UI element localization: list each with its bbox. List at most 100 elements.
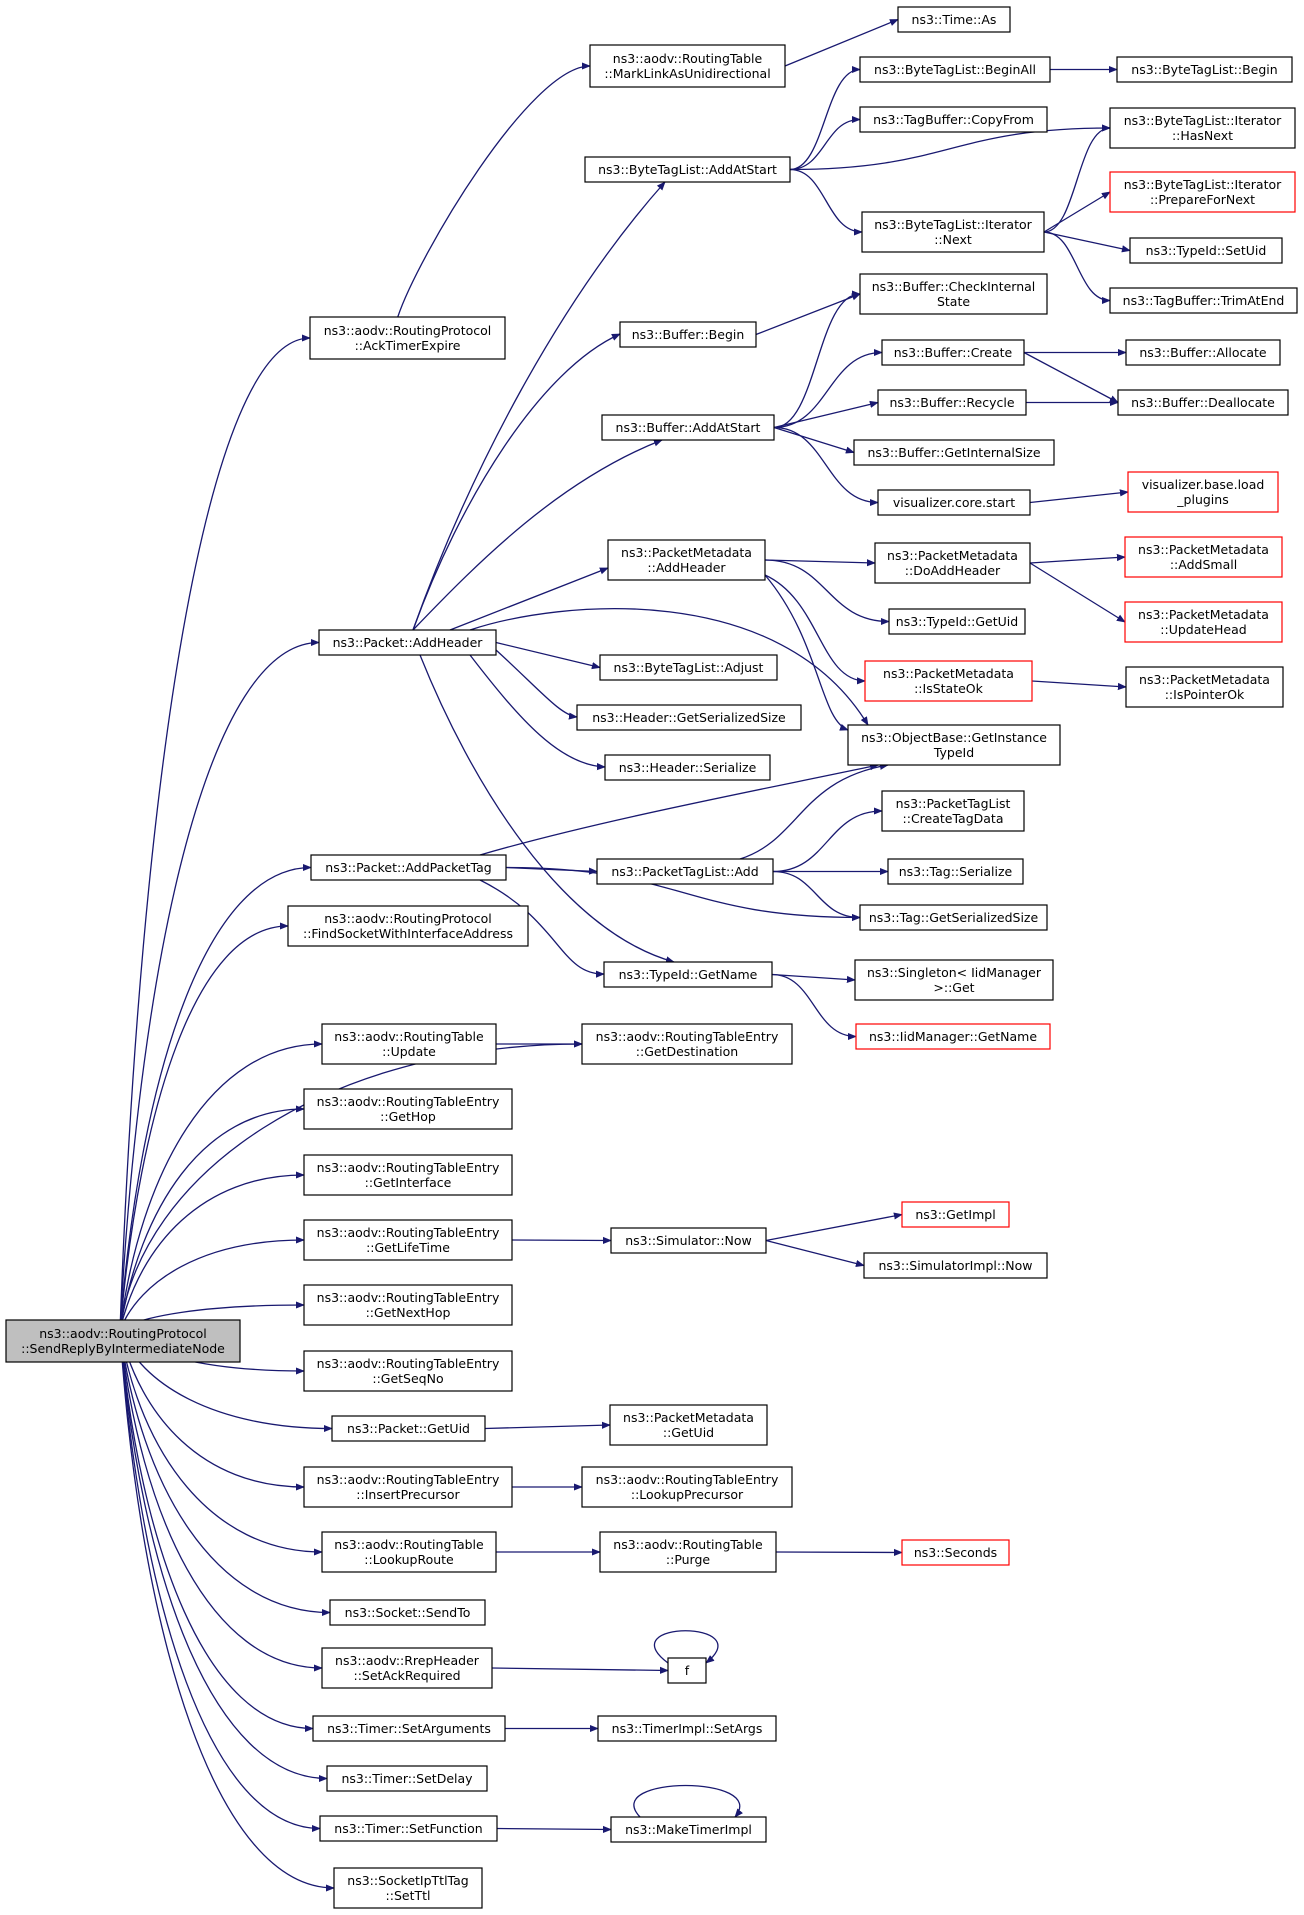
node-label: ns3::aodv::RoutingTableEntry (317, 1472, 500, 1487)
node-rteLookupPrecursor[interactable]: ns3::aodv::RoutingTableEntry::LookupPrec… (581, 1466, 793, 1508)
node-box (863, 1252, 1048, 1279)
node-socketSendTo[interactable]: ns3::Socket::SendTo (329, 1599, 486, 1626)
node-bufAddAtStart[interactable]: ns3::Buffer::AddAtStart (601, 414, 775, 441)
node-box (303, 1466, 513, 1508)
edge-path (764, 574, 866, 685)
node-label: ::MarkLinkAsUnidirectional (604, 66, 770, 81)
node-rteGetNextHop[interactable]: ns3::aodv::RoutingTableEntry::GetNextHop (303, 1284, 513, 1326)
node-typeIdGetUid[interactable]: ns3::TypeId::GetUid (888, 608, 1026, 635)
node-bufGetInternalSize[interactable]: ns3::Buffer::GetInternalSize (853, 439, 1055, 466)
node-pmUpdateHead[interactable]: ns3::PacketMetadata::UpdateHead (1124, 601, 1283, 643)
node-packetGetUid[interactable]: ns3::Packet::GetUid (331, 1415, 486, 1442)
node-label: ns3::aodv::RoutingTableEntry (317, 1356, 500, 1371)
node-btlAdjust[interactable]: ns3::ByteTagList::Adjust (599, 654, 778, 681)
node-pmAddSmall[interactable]: ns3::PacketMetadata::AddSmall (1124, 536, 1283, 578)
node-box (319, 1815, 498, 1842)
node-timerSetDelay[interactable]: ns3::Timer::SetDelay (326, 1765, 488, 1792)
node-bufCreate[interactable]: ns3::Buffer::Create (881, 339, 1025, 366)
node-tbTrimAtEnd[interactable]: ns3::TagBuffer::TrimAtEnd (1109, 287, 1298, 314)
node-box (312, 1715, 506, 1742)
node-label: ns3::Tag::Serialize (899, 864, 1013, 879)
node-tagGetSerSize[interactable]: ns3::Tag::GetSerializedSize (859, 904, 1048, 931)
edge-path (119, 1105, 305, 1331)
node-hdrGetSerSize[interactable]: ns3::Header::GetSerializedSize (576, 704, 802, 731)
node-bufRecycle[interactable]: ns3::Buffer::Recycle (877, 389, 1027, 416)
node-rtLookupRoute[interactable]: ns3::aodv::RoutingTable::LookupRoute (321, 1531, 497, 1573)
node-btlBeginAll[interactable]: ns3::ByteTagList::BeginAll (859, 56, 1051, 83)
node-rteGetSeqNo[interactable]: ns3::aodv::RoutingTableEntry::GetSeqNo (303, 1350, 513, 1392)
node-pmIsStateOk[interactable]: ns3::PacketMetadata::IsStateOk (864, 660, 1033, 702)
node-rteGetHop[interactable]: ns3::aodv::RoutingTableEntry::GetHop (303, 1088, 513, 1130)
edge-btl-beginall (789, 65, 861, 171)
node-hdrSerialize[interactable]: ns3::Header::Serialize (604, 754, 771, 781)
node-box (1129, 237, 1283, 264)
node-timerSetFunction[interactable]: ns3::Timer::SetFunction (319, 1815, 498, 1842)
node-ptlAdd[interactable]: ns3::PacketTagList::Add (596, 858, 774, 885)
node-typeIdGetName[interactable]: ns3::TypeId::GetName (603, 961, 773, 988)
node-rtUpdate[interactable]: ns3::aodv::RoutingTable::Update (321, 1023, 497, 1065)
node-ackTimerExpire[interactable]: ns3::aodv::RoutingProtocol::AckTimerExpi… (309, 316, 506, 360)
node-tagSerialize[interactable]: ns3::Tag::Serialize (887, 858, 1024, 885)
node-label: ::GetHop (380, 1109, 436, 1124)
node-vizCoreStart[interactable]: visualizer.core.start (877, 489, 1031, 516)
node-pmDoAddHeader[interactable]: ns3::PacketMetadata::DoAddHeader (874, 542, 1031, 584)
node-box (887, 858, 1024, 885)
node-markLink[interactable]: ns3::aodv::RoutingTable::MarkLinkAsUnidi… (589, 44, 786, 88)
node-tbCopyFrom[interactable]: ns3::TagBuffer::CopyFrom (859, 106, 1048, 133)
node-packetAddPacketTag[interactable]: ns3::Packet::AddPacketTag (310, 854, 507, 881)
edge-bufadd-recycle (773, 400, 879, 429)
node-timerSetArguments[interactable]: ns3::Timer::SetArguments (312, 1715, 506, 1742)
node-btlItNext[interactable]: ns3::ByteTagList::Iterator::Next (861, 211, 1045, 253)
node-timeAs[interactable]: ns3::Time::As (897, 6, 1011, 33)
node-pmGetUid[interactable]: ns3::PacketMetadata::GetUid (609, 1404, 768, 1446)
node-btlAddAtStart[interactable]: ns3::ByteTagList::AddAtStart (584, 156, 791, 183)
node-pmIsPointerOk[interactable]: ns3::PacketMetadata::IsPointerOk (1125, 666, 1284, 708)
node-rteGetLifeTime[interactable]: ns3::aodv::RoutingTableEntry::GetLifeTim… (303, 1219, 513, 1261)
node-label: ns3::aodv::RoutingTableEntry (596, 1472, 779, 1487)
node-simNow[interactable]: ns3::Simulator::Now (610, 1227, 767, 1254)
node-f[interactable]: f (667, 1657, 707, 1684)
node-rrepSetAckRequired[interactable]: ns3::aodv::RrepHeader::SetAckRequired (321, 1647, 493, 1689)
node-iidGetName[interactable]: ns3::IidManager::GetName (855, 1023, 1051, 1050)
node-rtPurge[interactable]: ns3::aodv::RoutingTable::Purge (599, 1531, 777, 1573)
edge-ptl-inst (739, 762, 889, 860)
edge-path (119, 334, 311, 1331)
node-vizLoadPlugins[interactable]: visualizer.base.load_plugins (1127, 471, 1279, 513)
node-getImpl[interactable]: ns3::GetImpl (901, 1201, 1010, 1228)
node-bufAllocate[interactable]: ns3::Buffer::Allocate (1125, 339, 1281, 366)
node-label: ns3::Timer::SetFunction (334, 1821, 482, 1836)
node-seconds[interactable]: ns3::Seconds (901, 1539, 1010, 1566)
node-packetAddHeader[interactable]: ns3::Packet::AddHeader (318, 629, 497, 656)
edge-path (119, 638, 320, 1331)
node-typeIdSetUid[interactable]: ns3::TypeId::SetUid (1129, 237, 1283, 264)
node-timerImplSetArgs[interactable]: ns3::TimerImpl::SetArgs (597, 1715, 777, 1742)
node-btlItPrepare[interactable]: ns3::ByteTagList::Iterator::PrepareForNe… (1109, 171, 1296, 213)
edge-path (772, 807, 883, 873)
node-btlBegin[interactable]: ns3::ByteTagList::Begin (1116, 56, 1293, 83)
node-label: ns3::Packet::AddHeader (333, 635, 484, 650)
node-label: ns3::MakeTimerImpl (625, 1822, 752, 1837)
node-box (326, 1765, 488, 1792)
edge-pah-bufbegin (412, 333, 621, 631)
node-makeTimerImpl[interactable]: ns3::MakeTimerImpl (610, 1816, 767, 1843)
edge-path (773, 400, 879, 429)
edge-bufadd-viz (773, 426, 879, 507)
node-bufBegin[interactable]: ns3::Buffer::Begin (619, 321, 757, 348)
node-rteGetInterface[interactable]: ns3::aodv::RoutingTableEntry::GetInterfa… (303, 1154, 513, 1196)
node-label: ::AddSmall (1170, 557, 1237, 572)
node-rteInsertPrecursor[interactable]: ns3::aodv::RoutingTableEntry::InsertPrec… (303, 1466, 513, 1508)
node-singletonGet[interactable]: ns3::Singleton< IidManager>::Get (854, 959, 1054, 1001)
node-pmAddHeader[interactable]: ns3::PacketMetadata::AddHeader (607, 539, 766, 581)
node-label: ns3::Simulator::Now (625, 1233, 752, 1248)
node-findSocket[interactable]: ns3::aodv::RoutingProtocol::FindSocketWi… (287, 905, 529, 947)
node-root[interactable]: ns3::aodv::RoutingProtocol::SendReplyByI… (5, 1319, 241, 1363)
node-socketIpTtlSetTtl[interactable]: ns3::SocketIpTtlTag::SetTtl (333, 1867, 483, 1909)
node-label: ns3::Socket::SendTo (345, 1605, 471, 1620)
node-simImplNow[interactable]: ns3::SimulatorImpl::Now (863, 1252, 1048, 1279)
node-btlItHasNext[interactable]: ns3::ByteTagList::Iterator::HasNext (1109, 107, 1296, 149)
node-bufDeallocate[interactable]: ns3::Buffer::Deallocate (1117, 389, 1289, 416)
node-rteGetDestination[interactable]: ns3::aodv::RoutingTableEntry::GetDestina… (581, 1023, 793, 1065)
node-ptlCreateTagData[interactable]: ns3::PacketTagList::CreateTagData (881, 790, 1025, 832)
